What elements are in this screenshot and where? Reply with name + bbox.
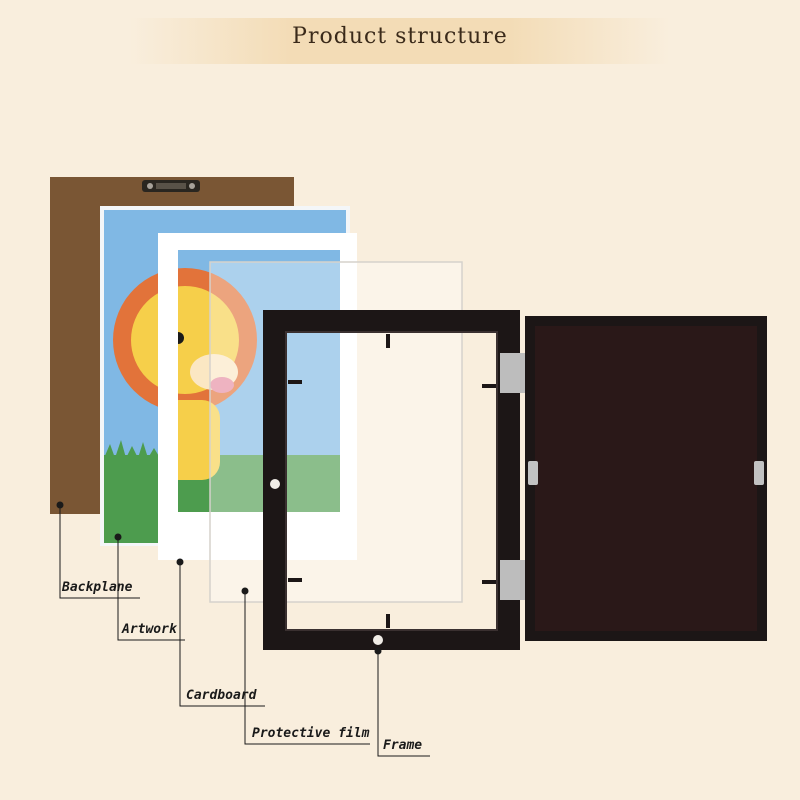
callout-label-backplane: Backplane — [62, 580, 133, 595]
callout-lines — [56, 501, 430, 757]
callout-label-frame: Frame — [383, 738, 423, 753]
title-banner — [130, 18, 670, 64]
page-title: Product structure — [292, 24, 508, 49]
frame-door-panel — [525, 316, 767, 641]
callout-label-artwork: Artwork — [122, 622, 177, 637]
cardboard-mat — [158, 233, 357, 560]
callout-label-protective-film: Protective film — [252, 726, 370, 741]
hanger-clip-icon — [142, 180, 200, 192]
frame-panel — [263, 310, 528, 650]
callout-label-cardboard: Cardboard — [186, 688, 257, 703]
